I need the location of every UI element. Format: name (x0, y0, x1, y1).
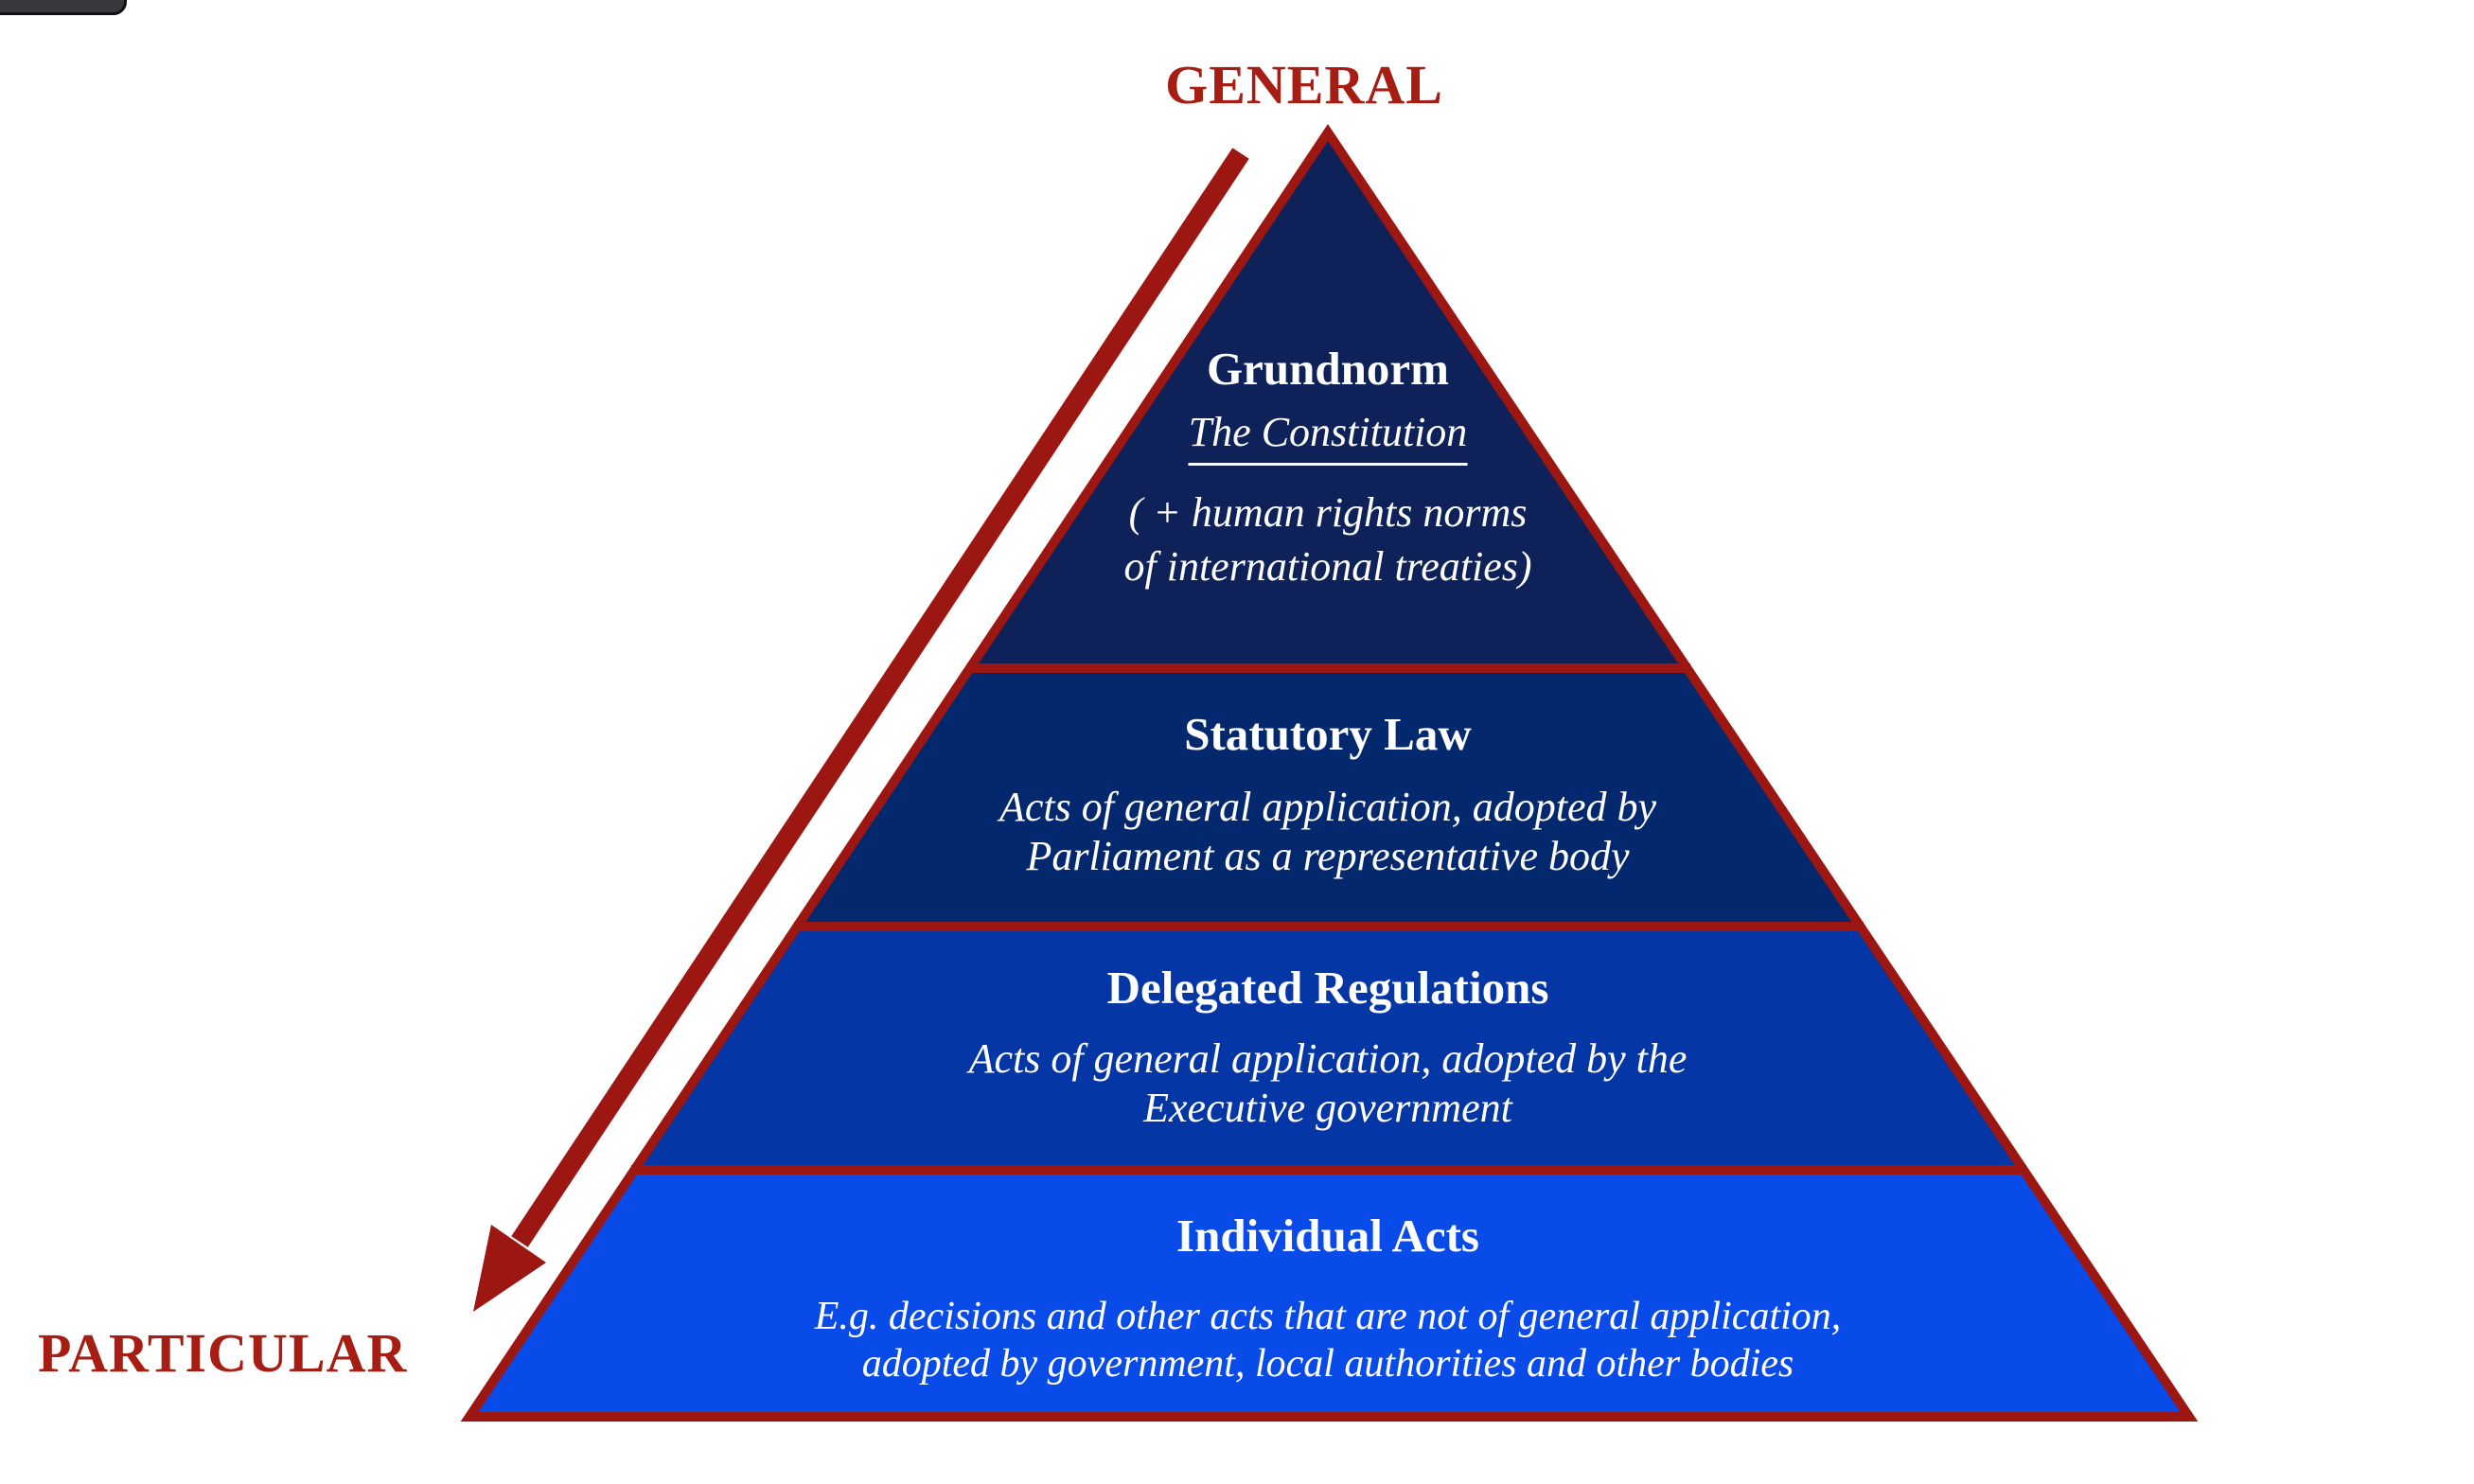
tier3-text-block: Delegated Regulations Acts of general ap… (969, 963, 1688, 1133)
tier4-description-line2: adopted by government, local authorities… (861, 1341, 1794, 1386)
particular-label: PARTICULAR (38, 1322, 408, 1384)
tier4-description-line1: E.g. decisions and other acts that are n… (814, 1295, 1842, 1339)
tier1-heading: Grundnorm (1207, 343, 1449, 395)
tier4-heading: Individual Acts (1176, 1210, 1479, 1262)
tier2-description-line2: Parliament as a representative body (1026, 833, 1630, 880)
pyramid-outline (460, 124, 2199, 1422)
tier3-description-line1: Acts of general application, adopted by … (968, 1035, 1688, 1083)
arrowhead-icon (473, 1225, 546, 1312)
tier4-text-block: Individual Acts E.g. decisions and other… (815, 1211, 1842, 1388)
tier1-note-line1: ( + human rights norms (1128, 489, 1528, 537)
tier4-shape (469, 1170, 2189, 1417)
general-label: GENERAL (1165, 54, 1443, 115)
tier1-shape (970, 132, 1688, 668)
tier3-description-line2: Executive government (1143, 1085, 1512, 1132)
tier2-shape (797, 668, 1861, 927)
clipped-window-fragment (0, 0, 127, 15)
tier1-text-block: Grundnorm The Constitution ( + human rig… (1124, 344, 1532, 593)
tier3-heading: Delegated Regulations (1106, 962, 1549, 1014)
tier1-note-line2: of international treaties) (1123, 542, 1532, 590)
tier2-text-block: Statutory Law Acts of general applicatio… (999, 710, 1656, 881)
tier2-description-line1: Acts of general application, adopted by (998, 784, 1657, 831)
general-to-particular-arrow-shaft (511, 148, 1249, 1247)
tier1-subheading: The Constitution (1188, 408, 1468, 467)
tier3-shape (634, 927, 2023, 1170)
tier2-heading: Statutory Law (1184, 708, 1472, 760)
